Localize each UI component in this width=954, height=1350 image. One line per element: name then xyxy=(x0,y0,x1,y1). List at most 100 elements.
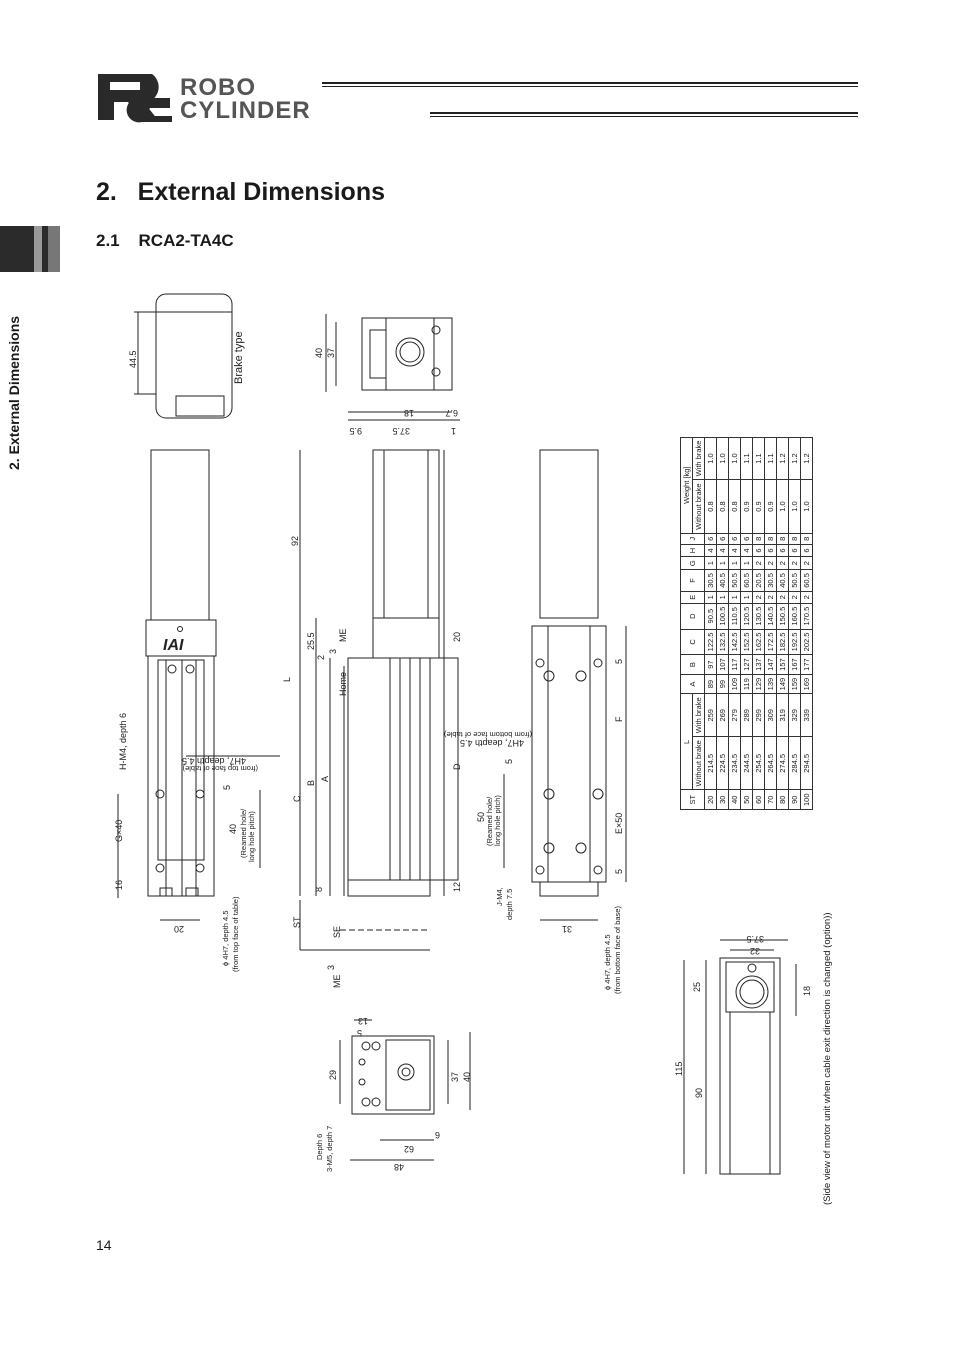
page-number: 14 xyxy=(96,1237,112,1253)
motor-dim-32: 32 xyxy=(750,946,760,956)
side-top-view xyxy=(325,314,460,421)
bottom-note-1: ϕ 4H7, depth 4.5 xyxy=(221,911,230,967)
right-reamed-note-1: (Reamed hole/ xyxy=(485,796,494,846)
th-l-without: Without brake xyxy=(692,736,705,790)
table-cell: 137 xyxy=(752,654,765,675)
table-cell: 0.8 xyxy=(728,479,741,534)
table-cell: 150.5 xyxy=(776,603,789,630)
table-cell: 40.5 xyxy=(716,569,729,592)
table-cell: 90 xyxy=(788,789,801,810)
table-cell: 117 xyxy=(728,654,741,675)
table-cell: 50.5 xyxy=(728,569,741,592)
table-cell: 339 xyxy=(800,693,813,737)
th-st: ST xyxy=(680,789,705,810)
table-cell: 6 xyxy=(776,544,789,557)
table-cell: 0.9 xyxy=(764,479,777,534)
dim-44-5: 44.5 xyxy=(128,350,138,368)
dim-8: 8 xyxy=(314,887,324,892)
table-cell: 160.5 xyxy=(788,603,801,630)
table-cell: 4 xyxy=(704,544,717,557)
right-dim-5c: 5 xyxy=(614,869,624,874)
table-cell: 162.5 xyxy=(752,629,765,655)
end-dim-29: 29 xyxy=(328,1070,338,1080)
table-cell: 1.1 xyxy=(764,437,777,480)
table-cell: 1 xyxy=(704,591,717,604)
end-dim-13: 13 xyxy=(358,1016,368,1026)
section-title: 2. External Dimensions xyxy=(96,178,385,206)
dim-20: 20 xyxy=(174,924,184,934)
table-cell: 1 xyxy=(704,556,717,570)
th-a: A xyxy=(680,674,705,694)
table-cell: 2 xyxy=(764,591,777,604)
table-cell: 2 xyxy=(764,556,777,570)
dim-40: 40 xyxy=(314,348,324,358)
table-cell: 60.5 xyxy=(800,569,813,592)
label-se: SE xyxy=(332,926,342,938)
th-g: G xyxy=(680,556,705,570)
table-cell: 1.2 xyxy=(776,437,789,480)
table-cell: 2 xyxy=(752,591,765,604)
table-cell: 159 xyxy=(788,674,801,694)
table-cell: 99 xyxy=(716,674,729,694)
chapter-tab xyxy=(0,226,60,272)
right-view xyxy=(503,449,627,921)
th-h: H xyxy=(680,544,705,557)
table-cell: 60.5 xyxy=(740,569,753,592)
table-cell: 192.5 xyxy=(788,629,801,655)
table-cell: 170.5 xyxy=(800,603,813,630)
table-cell: 50 xyxy=(740,789,753,810)
pin-note: 4H7, deapth 4.5 xyxy=(182,756,246,766)
header-rule-top-thin xyxy=(322,86,858,87)
table-cell: 120.5 xyxy=(740,603,753,630)
table-cell: 2 xyxy=(752,556,765,570)
th-weight: Weight [kg] xyxy=(680,437,693,534)
table-cell: 259 xyxy=(704,693,717,737)
dim-C: C xyxy=(292,795,302,802)
label-home: Home xyxy=(338,672,348,696)
j-note-1: J-M4, xyxy=(495,887,504,906)
end-dim-62: 62 xyxy=(404,1144,414,1154)
table-cell: 30 xyxy=(716,789,729,810)
table-cell: 6 xyxy=(788,544,801,557)
table-cell: 1.0 xyxy=(800,479,813,534)
dim-25-5: 25.5 xyxy=(306,632,316,650)
top-view xyxy=(134,293,233,419)
table-cell: 2 xyxy=(800,556,813,570)
table-cell: 127 xyxy=(740,654,753,675)
reamed-note-2: long hole pitch) xyxy=(247,811,256,862)
right-pin-ref: (from bottom face of table) xyxy=(444,730,532,739)
motor-dim-37-5: 37.5 xyxy=(746,934,764,944)
motor-view xyxy=(683,939,797,1175)
header-rule-bottom xyxy=(430,112,858,114)
dim-6-7: 6.7 xyxy=(445,408,458,418)
dim-9-5: 9.5 xyxy=(349,426,362,436)
table-cell: 2 xyxy=(776,591,789,604)
header-rule-bottom-thin xyxy=(430,116,858,117)
header-rule-top xyxy=(322,82,858,84)
logo-word-robo: ROBO xyxy=(180,74,256,101)
dimension-table-wrap: ST L A B C D E F G H J Weight [kg] Witho… xyxy=(680,290,820,810)
right-pin-note: 4H7, deapth 4.5 xyxy=(460,738,524,748)
table-cell: 109 xyxy=(728,674,741,694)
table-cell: 40.5 xyxy=(776,569,789,592)
table-cell: 167 xyxy=(788,654,801,675)
brake-type-label: Brake type xyxy=(233,331,245,384)
front-view xyxy=(117,449,280,921)
table-cell: 1 xyxy=(740,556,753,570)
th-d: D xyxy=(680,603,705,630)
table-cell: 289 xyxy=(740,693,753,737)
table-cell: 1 xyxy=(740,591,753,604)
table-cell: 294.5 xyxy=(800,736,813,790)
table-cell: 1.0 xyxy=(704,437,717,480)
end-view xyxy=(339,1019,471,1161)
table-cell: 139 xyxy=(764,674,777,694)
right-reamed-note-2: long hole pitch) xyxy=(493,795,502,846)
table-cell: 4 xyxy=(740,544,753,557)
table-cell: 1 xyxy=(728,591,741,604)
